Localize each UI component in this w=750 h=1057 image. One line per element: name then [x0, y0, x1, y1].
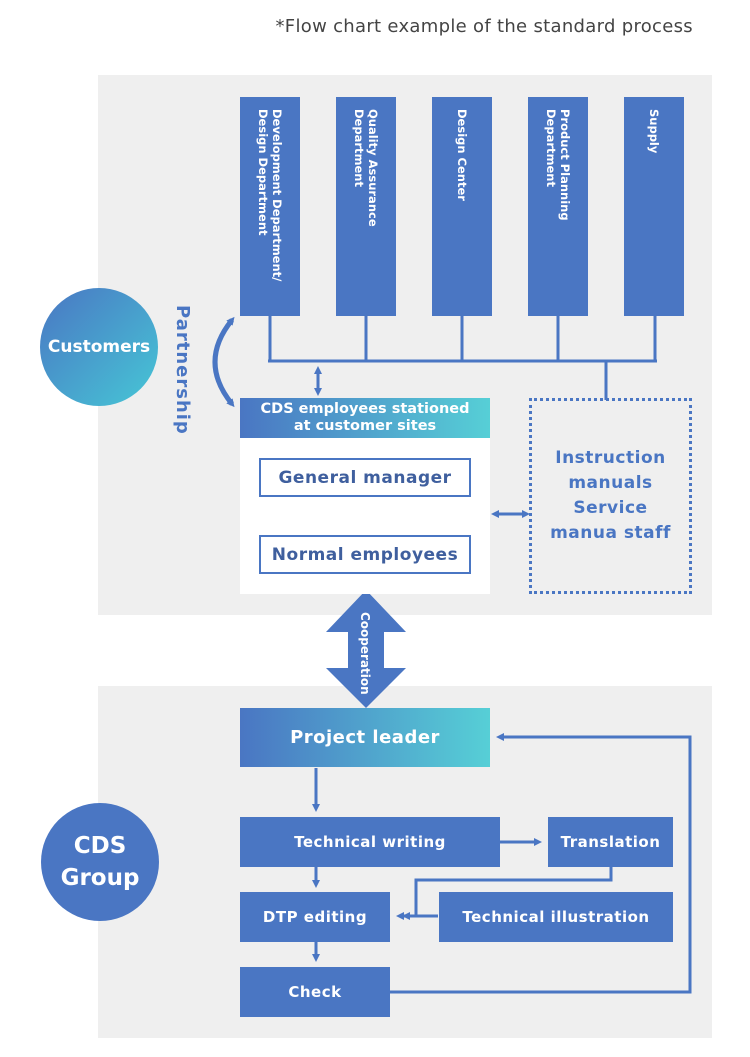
normal-employees-box: Normal employees	[259, 535, 471, 574]
dept-quality-assurance: Quality Assurance Department	[336, 97, 396, 316]
partnership-label: Partnership	[172, 305, 193, 435]
translation-box: Translation	[548, 817, 673, 867]
instruction-manuals-box: Instruction manuals Service manua staff	[529, 398, 692, 594]
project-leader-box: Project leader	[240, 708, 490, 767]
technical-writing-box: Technical writing	[240, 817, 500, 867]
check-box: Check	[240, 967, 390, 1017]
cooperation-label: Cooperation	[358, 612, 372, 695]
dtp-editing-box: DTP editing	[240, 892, 390, 942]
flowchart-note: *Flow chart example of the standard proc…	[275, 16, 693, 37]
cds-group-circle: CDS Group	[41, 803, 159, 921]
dept-development-design: Development Department/ Design Departmen…	[240, 97, 300, 316]
stationed-title: CDS employees stationed at customer site…	[240, 398, 490, 438]
dept-supply: Supply	[624, 97, 684, 316]
technical-illustration-box: Technical illustration	[439, 892, 673, 942]
customers-circle: Customers	[40, 288, 158, 406]
dept-design-center: Design Center	[432, 97, 492, 316]
general-manager-box: General manager	[259, 458, 471, 497]
dept-product-planning: Product Planning Department	[528, 97, 588, 316]
